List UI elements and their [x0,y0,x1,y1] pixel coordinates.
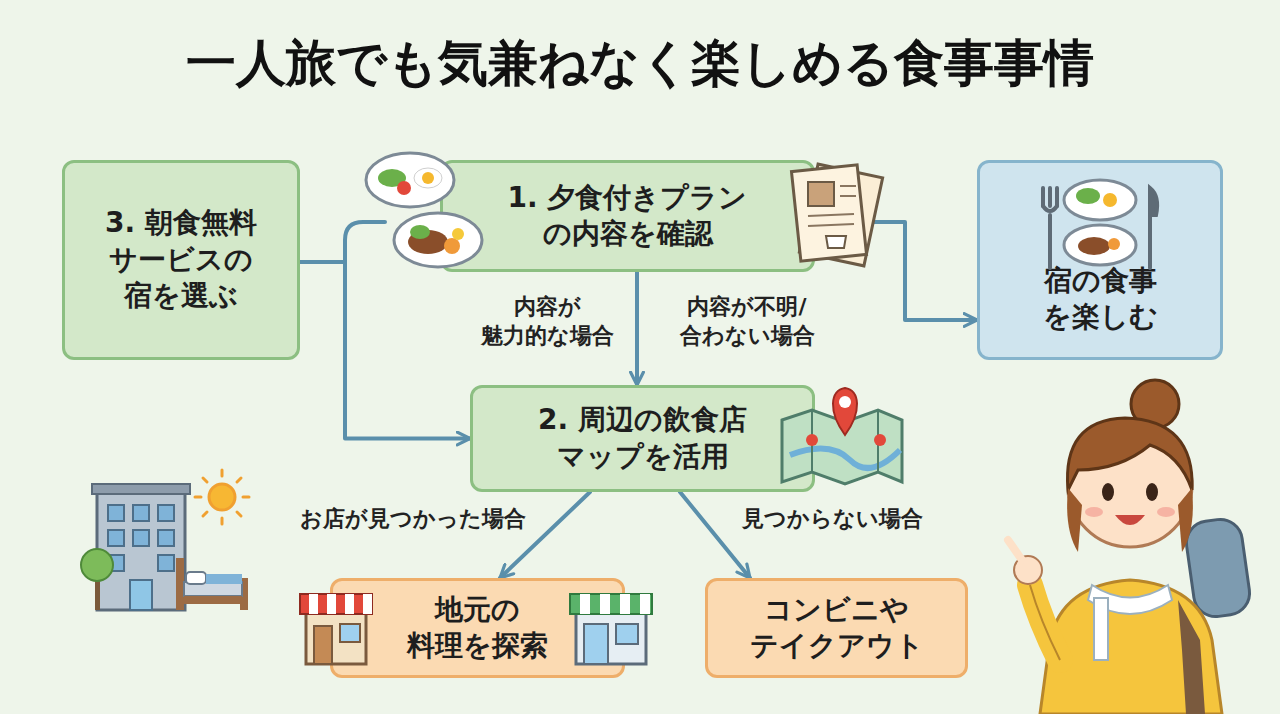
box-text: 宿の食事 を楽しむ [1025,263,1175,336]
process-box: 2. 周辺の飲食店 マップを活用 [470,385,815,492]
box-text: 1. 夕食付きプラン の内容を確認 [498,180,758,253]
bed-icon [176,558,248,610]
branch-label: 内容が 魅力的な場合 [465,293,629,350]
flow-arrow [815,222,977,320]
flow-arrow [300,262,470,439]
box-text: 地元の 料理を探索 [398,592,558,665]
process-box: コンビニや テイクアウト [705,578,968,678]
title: 一人旅でも気兼ねなく楽しめる食事事情 [0,30,1280,97]
edge-label: 見つからない場合 [735,505,929,534]
process-box: 3. 朝食無料 サービスの 宿を選ぶ [62,160,300,360]
traveller-figure [1008,380,1252,714]
edge-label: 内容が不明/ 合わない場合 [660,293,834,350]
process-box: 地元の 料理を探索 [330,578,625,678]
sun-icon [195,470,249,524]
branch-stub [345,222,385,262]
process-box: 宿の食事 を楽しむ [977,160,1223,360]
flow-arrow [635,272,639,385]
box-text: 2. 周辺の飲食店 マップを活用 [523,402,763,475]
hotel-icon [81,484,190,610]
box-text: コンビニや テイクアウト [742,592,932,665]
edge-label: お店が見つかった場合 [296,505,530,534]
box-text: 3. 朝食無料 サービスの 宿を選ぶ [86,205,276,314]
process-box: 1. 夕食付きプラン の内容を確認 [440,160,815,272]
